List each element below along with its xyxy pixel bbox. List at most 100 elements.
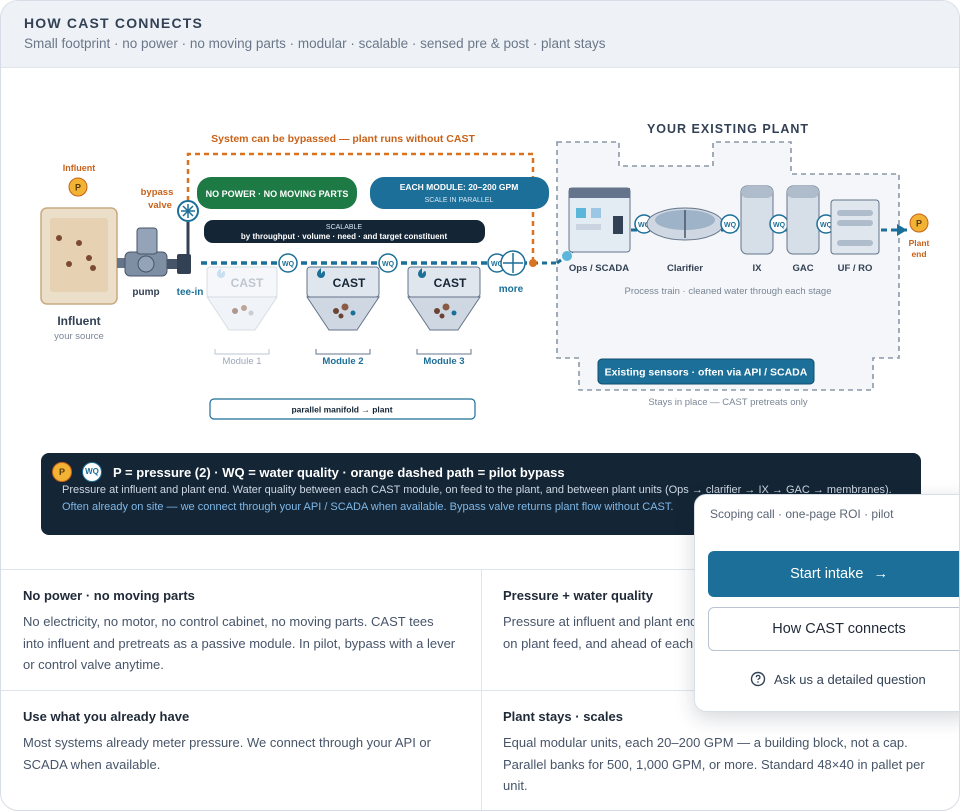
bypass-join bbox=[529, 259, 537, 267]
water-drop-icon bbox=[217, 268, 225, 278]
question-chat-icon bbox=[750, 671, 766, 687]
sensors-pill-text: Existing sensors · often via API / SCADA bbox=[605, 367, 808, 379]
no-power-pill-text: NO POWER · NO MOVING PARTS bbox=[206, 189, 349, 199]
start-intake-button[interactable]: Start intake → bbox=[708, 551, 959, 597]
uf-ro-unit bbox=[830, 199, 880, 255]
module-3-label: Module 3 bbox=[423, 356, 464, 367]
influent-water bbox=[50, 218, 108, 292]
manifold-text: parallel manifold → plant bbox=[291, 405, 392, 415]
particle bbox=[56, 235, 62, 241]
feature-card: Plant stays · scales Equal modular units… bbox=[481, 691, 959, 810]
module-2-bracket bbox=[315, 349, 371, 355]
page-header: HOW CAST CONNECTS Small footprint · no p… bbox=[1, 1, 959, 68]
diagram-svg: System can be bypassed — plant runs with… bbox=[40, 122, 930, 420]
page-subtitle: Small footprint · no power · no moving p… bbox=[24, 36, 606, 51]
gac-unit bbox=[786, 185, 820, 255]
wq-badge-text: WQ bbox=[773, 222, 786, 229]
feature-title: Pressure + water quality bbox=[503, 588, 653, 603]
pipe-stub bbox=[117, 258, 129, 268]
valve-spoke bbox=[182, 205, 194, 217]
module-2-label: Module 2 bbox=[322, 356, 363, 367]
clarifier-unit bbox=[646, 207, 724, 241]
influent-sub: your source bbox=[54, 331, 104, 342]
plant-title: YOUR EXISTING PLANT bbox=[647, 122, 809, 136]
cast-label: CAST bbox=[333, 276, 366, 290]
ask-question-link[interactable]: Ask us a detailed question bbox=[750, 671, 926, 687]
particle bbox=[90, 265, 96, 271]
influent-label: Influent bbox=[57, 314, 100, 328]
start-intake-label: Start intake bbox=[790, 566, 864, 582]
tee-in-label: tee-in bbox=[177, 287, 204, 298]
cast-module-1: CAST bbox=[206, 266, 278, 331]
module-1-bracket bbox=[214, 349, 270, 355]
scalable-pill-text-1: SCALABLE bbox=[326, 224, 363, 231]
cast-module-2: CAST bbox=[306, 266, 380, 331]
pump-motor bbox=[136, 227, 158, 255]
feature-body: Equal modular units, each 20–200 GPM — a… bbox=[503, 735, 925, 793]
legend-line-2: Pressure at influent and plant end. Wate… bbox=[62, 484, 892, 496]
connection-diagram: System can be bypassed — plant runs with… bbox=[1, 68, 959, 568]
pump-label: pump bbox=[132, 287, 159, 298]
wq-badge-text: WQ bbox=[282, 261, 295, 268]
unit-label-gac: GAC bbox=[792, 263, 813, 274]
legend-line-1: P = pressure (2) · WQ = water quality · … bbox=[113, 465, 565, 480]
feature-card: Use what you already have Most systems a… bbox=[1, 691, 479, 810]
legend-pressure-badge: P bbox=[52, 462, 72, 482]
unit-label-clarifier: Clarifier bbox=[667, 263, 703, 274]
module-pill-text-1: EACH MODULE: 20–200 GPM bbox=[400, 182, 519, 192]
feature-title: Plant stays · scales bbox=[503, 709, 623, 724]
flow-node bbox=[562, 251, 572, 261]
wq-badge-text: WQ bbox=[724, 222, 737, 229]
scalable-pill-text-2: by throughput · volume · need · and targ… bbox=[241, 232, 448, 241]
bypass-note: System can be bypassed — plant runs with… bbox=[211, 133, 475, 145]
pressure-badge-text: P bbox=[75, 183, 81, 193]
flow-arrow-icon bbox=[897, 224, 907, 236]
feature-body: No electricity, no motor, no control cab… bbox=[23, 614, 456, 672]
how-cast-connects-button[interactable]: How CAST connects bbox=[708, 607, 959, 651]
unit-label-uf-ro: UF / RO bbox=[838, 263, 873, 274]
pressure-badge-text: P bbox=[916, 219, 922, 229]
particle bbox=[76, 240, 82, 246]
sensors-pill bbox=[597, 358, 815, 385]
legend-wq-badge: WQ bbox=[82, 462, 102, 482]
feature-title: Use what you already have bbox=[23, 709, 190, 724]
no-power-pill bbox=[197, 177, 357, 209]
module-pill-text-2: SCALE IN PARALLEL bbox=[425, 197, 494, 204]
water-drop-icon bbox=[317, 268, 325, 278]
plant-end-label-1: Plant bbox=[909, 238, 930, 248]
ops-scada-unit bbox=[568, 187, 631, 253]
arrow-right-icon: → bbox=[873, 566, 888, 582]
module-pill bbox=[370, 177, 549, 209]
wq-badge-text: WQ bbox=[638, 222, 651, 229]
legend-line-3: Often already on site — we connect throu… bbox=[62, 501, 674, 513]
wq-badge-2: WQ bbox=[378, 253, 398, 273]
scalable-pill bbox=[204, 220, 485, 243]
plant-end-label-2: end bbox=[911, 249, 926, 259]
cta-caption: Scoping call · one-page ROI · pilot bbox=[710, 507, 894, 521]
module-1-label: Module 1 bbox=[222, 356, 261, 367]
cta-panel: Scoping call · one-page ROI · pilot Star… bbox=[694, 494, 959, 712]
bypass-valve-label-2: valve bbox=[148, 200, 172, 211]
module-3-bracket bbox=[416, 349, 472, 355]
influent-top-label: Influent bbox=[63, 163, 96, 173]
wq-badge-plant-2: WQ bbox=[720, 214, 740, 234]
manifold-pill bbox=[209, 398, 476, 420]
ix-unit bbox=[740, 185, 774, 255]
cast-label: CAST bbox=[434, 276, 467, 290]
water-drop-icon bbox=[418, 268, 426, 278]
wq-badge-text: WQ bbox=[382, 261, 395, 268]
cast-label: CAST bbox=[231, 276, 264, 290]
ask-question-label: Ask us a detailed question bbox=[774, 672, 926, 687]
wq-badge-plant-3: WQ bbox=[769, 214, 789, 234]
feature-title: No power · no moving parts bbox=[23, 588, 195, 603]
page-title: HOW CAST CONNECTS bbox=[24, 15, 204, 31]
unit-label-ops: Ops / SCADA bbox=[569, 263, 629, 274]
wq-badge-1: WQ bbox=[278, 253, 298, 273]
tee-in-fitting bbox=[177, 254, 191, 274]
unit-label-ix: IX bbox=[753, 263, 763, 274]
process-train-label: Process train · cleaned water through ea… bbox=[624, 286, 831, 297]
more-label: more bbox=[499, 284, 524, 295]
pressure-badge-plant-end bbox=[909, 213, 929, 233]
wq-badge-text: WQ bbox=[491, 261, 504, 268]
particle bbox=[86, 255, 92, 261]
